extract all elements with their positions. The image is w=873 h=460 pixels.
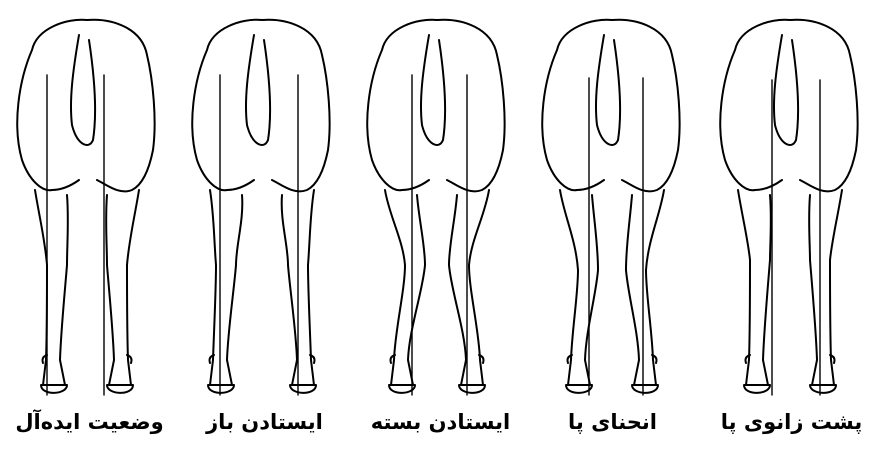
right-hoof [107,385,133,393]
left-hoof [41,385,67,393]
left-hoof [208,385,234,393]
cow-closed [367,20,504,395]
hindquarter-outline [367,20,504,192]
tail [774,35,798,145]
tail [71,35,95,145]
cow-open [192,20,329,395]
right-hoof [290,385,316,393]
caption-closed-stance: ایستادن بسته [353,410,528,434]
right-hoof [632,385,658,393]
hindquarter-outline [542,20,679,192]
caption-bent-legs: انحنای پا [525,410,700,434]
right-leg-inner [106,195,114,385]
left-hoof [389,385,415,393]
caption-ideal: وضعیت ایده‌آل [2,410,177,434]
left-hoof [566,385,592,393]
hindquarter-outline [17,20,154,192]
caption-posty-legs: پشت زانوی پا [704,410,873,434]
cow-posty [720,20,857,395]
tail [596,35,620,145]
tail [246,35,270,145]
right-leg-inner [282,195,297,385]
right-leg-inner [809,195,817,385]
cow-rear-view-diagram [0,0,873,400]
tail [421,35,445,145]
right-hoof [810,385,836,393]
right-hoof [459,385,485,393]
cow-bent [542,20,679,395]
cow-ideal [17,20,154,395]
left-leg-inner [60,195,68,385]
hindquarter-outline [720,20,857,192]
left-leg-inner [408,195,425,385]
left-leg-inner [585,195,598,385]
left-hoof [744,385,770,393]
hindquarter-outline [192,20,329,192]
left-leg-inner [763,195,771,385]
right-leg-inner [626,195,639,385]
right-leg-inner [449,195,466,385]
caption-open-stance: ایستادن باز [177,410,352,434]
left-leg-inner [227,195,242,385]
